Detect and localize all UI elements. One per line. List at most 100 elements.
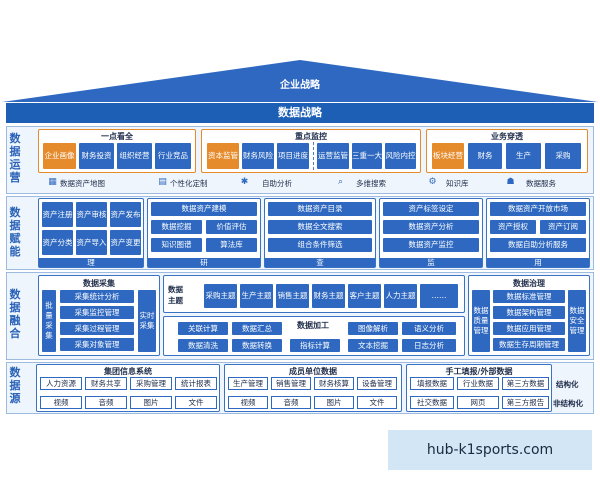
enable-asset-catalog[interactable]: 数据资产目录 (268, 202, 372, 216)
source-group-info-title: 集团信息系统 (104, 367, 152, 376)
topic-production[interactable]: 生产主题 (240, 284, 273, 308)
topic-finance[interactable]: 财务主题 (312, 284, 345, 308)
process-text-mining[interactable]: 文本挖掘 (348, 339, 398, 352)
enable-asset-review[interactable]: 资产审核 (76, 202, 107, 227)
enable-value-assessment[interactable]: 价值评估 (206, 220, 257, 234)
enable-asset-authorization[interactable]: 资产授权 (490, 220, 536, 234)
ops-cell-org-operation[interactable]: 组织经营 (117, 143, 152, 169)
ops-cell-finance[interactable]: 财务 (468, 143, 502, 169)
src-unit-file[interactable]: 文件 (357, 396, 397, 409)
src-hr[interactable]: 人力资源 (40, 377, 82, 390)
strip-multi-search[interactable]: 多维搜索 (356, 179, 386, 188)
fusion-collect-process[interactable]: 采集过程管理 (60, 322, 134, 335)
topic-hr[interactable]: 人力主题 (384, 284, 417, 308)
src-industry-data[interactable]: 行业数据 (457, 377, 499, 390)
topic-procurement[interactable]: 采购主题 (204, 284, 237, 308)
process-cleaning[interactable]: 数据清洗 (178, 339, 228, 352)
src-procurement-mgmt[interactable]: 采购管理 (130, 377, 172, 390)
strip-custom[interactable]: 个性化定制 (170, 179, 208, 188)
src-unit-audio[interactable]: 音频 (271, 396, 311, 409)
ops-cell-risk-control[interactable]: 风险内控 (385, 143, 416, 169)
src-unit-image[interactable]: 图片 (314, 396, 354, 409)
src-third-party-report[interactable]: 第三方报告 (502, 396, 549, 409)
enable-fulltext-search[interactable]: 数据全文搜索 (268, 220, 372, 234)
process-summary[interactable]: 数据汇总 (232, 322, 282, 335)
src-equipment-mgmt[interactable]: 设备管理 (357, 377, 397, 390)
process-conversion[interactable]: 数据转换 (232, 339, 282, 352)
enable-manage-footer: 理 (39, 258, 143, 267)
enable-asset-import[interactable]: 资产导入 (76, 230, 107, 255)
enable-asset-monitoring[interactable]: 数据资产监控 (383, 238, 479, 252)
src-sales-mgmt[interactable]: 销售管理 (271, 377, 311, 390)
src-third-party-data[interactable]: 第三方数据 (502, 377, 549, 390)
ops-cell-industry-competitor[interactable]: 行业竞品 (155, 143, 191, 169)
strip-self-analysis[interactable]: 自助分析 (262, 179, 292, 188)
src-audio[interactable]: 音频 (85, 396, 127, 409)
ops-cell-enterprise-profile[interactable]: 企业画像 (43, 143, 76, 169)
ops-cell-finance-risk[interactable]: 财务风险 (242, 143, 274, 169)
ops-group-penetrate-title: 业务穿透 (491, 132, 523, 141)
enable-use-footer: 用 (487, 258, 589, 267)
ops-cell-procurement[interactable]: 采购 (545, 143, 581, 169)
strip-asset-map[interactable]: 数据资产地图 (60, 179, 105, 188)
src-social-data[interactable]: 社交数据 (410, 396, 454, 409)
roof-triangle (2, 60, 598, 102)
enable-combined-filter[interactable]: 组合条件筛选 (268, 238, 372, 252)
enable-asset-change[interactable]: 资产变更 (110, 230, 141, 255)
ops-cell-project-progress[interactable]: 项目进度 (277, 143, 309, 169)
fusion-batch-collect[interactable]: 批量采集 (42, 290, 56, 352)
custom-chart-icon: ▤ (158, 177, 167, 187)
fusion-collect-stats[interactable]: 采集统计分析 (60, 290, 134, 303)
enable-algorithm-library[interactable]: 算法库 (206, 238, 257, 252)
fusion-collect-monitor[interactable]: 采集监控管理 (60, 306, 134, 319)
ops-cell-segment-operation[interactable]: 板块经营 (432, 143, 464, 169)
process-indicator[interactable]: 指标计算 (290, 339, 340, 352)
ops-cell-three-major-one-large[interactable]: 三重一大 (352, 143, 382, 169)
src-file[interactable]: 文件 (175, 396, 217, 409)
topic-more[interactable]: …… (420, 284, 458, 308)
govern-standard[interactable]: 数据标准管理 (493, 290, 565, 303)
ops-cell-capital-supervision[interactable]: 资本监管 (207, 143, 239, 169)
govern-architecture[interactable]: 数据架构管理 (493, 306, 565, 319)
src-finance-share[interactable]: 财务共享 (85, 377, 127, 390)
src-stat-report[interactable]: 统计报表 (175, 377, 217, 390)
process-association[interactable]: 关联计算 (178, 322, 228, 335)
process-image-parse[interactable]: 图像解析 (348, 322, 398, 335)
fusion-realtime-collect[interactable]: 实时采集 (138, 290, 156, 352)
src-unit-video[interactable]: 视频 (228, 396, 268, 409)
enable-tag-setting[interactable]: 资产标签设定 (383, 202, 479, 216)
enable-asset-publish[interactable]: 资产发布 (110, 202, 141, 227)
src-accounting[interactable]: 财务核算 (314, 377, 354, 390)
topic-customer[interactable]: 客户主题 (348, 284, 381, 308)
enable-query-footer: 查 (265, 258, 375, 267)
enable-asset-subscription[interactable]: 资产订阅 (540, 220, 586, 234)
ops-cell-operation-supervision[interactable]: 运营监管 (317, 143, 349, 169)
govern-security[interactable]: 数据安全管理 (568, 290, 586, 352)
src-filled-data[interactable]: 填报数据 (410, 377, 454, 390)
govern-lifecycle[interactable]: 数据生存周期管理 (493, 338, 565, 351)
src-image[interactable]: 图片 (130, 396, 172, 409)
src-video[interactable]: 视频 (40, 396, 82, 409)
ops-cell-finance-invest[interactable]: 财务投资 (79, 143, 114, 169)
enable-open-market[interactable]: 数据资产开放市场 (490, 202, 586, 216)
process-semantic[interactable]: 语义分析 (402, 322, 456, 335)
src-production-mgmt[interactable]: 生产管理 (228, 377, 268, 390)
src-webpage[interactable]: 网页 (457, 396, 499, 409)
govern-application[interactable]: 数据应用管理 (493, 322, 565, 335)
fusion-collect-object[interactable]: 采集对象管理 (60, 338, 134, 351)
enable-asset-modeling[interactable]: 数据资产建模 (151, 202, 257, 216)
enable-asset-classify[interactable]: 资产分类 (42, 230, 73, 255)
enable-data-mining[interactable]: 数据挖掘 (151, 220, 202, 234)
strip-knowledge-base[interactable]: 知识库 (446, 179, 469, 188)
ops-group-overview: 一点看全 企业画像 财务投资 组织经营 行业竞品 (38, 129, 196, 173)
strip-data-service[interactable]: 数据服务 (526, 179, 556, 188)
enable-asset-register[interactable]: 资产注册 (42, 202, 73, 227)
process-log-analysis[interactable]: 日志分析 (402, 339, 456, 352)
ops-cell-production[interactable]: 生产 (506, 143, 541, 169)
enable-asset-analysis[interactable]: 数据资产分析 (383, 220, 479, 234)
topic-sales[interactable]: 销售主题 (276, 284, 309, 308)
govern-quality[interactable]: 数据质量管理 (472, 290, 490, 352)
enable-knowledge-graph[interactable]: 知识图谱 (151, 238, 202, 252)
structured-label: 结构化 (556, 380, 579, 389)
enable-self-service[interactable]: 数据自助分析服务 (490, 238, 586, 252)
